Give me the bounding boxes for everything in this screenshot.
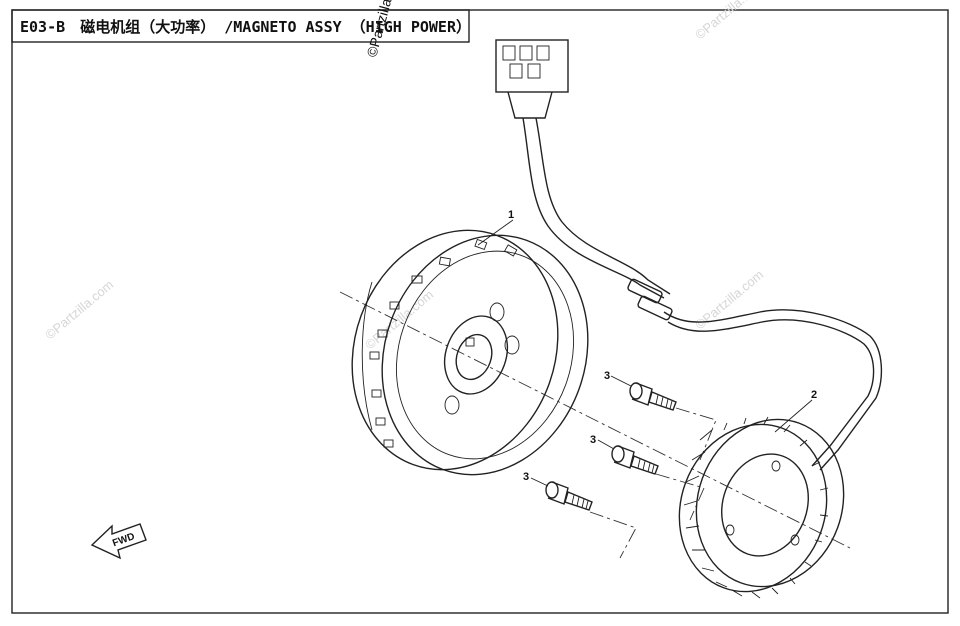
- leader-3-top: [610, 375, 632, 387]
- watermark: ©Partzilla.com: [42, 277, 116, 342]
- title-code: E03-B: [20, 18, 65, 36]
- fwd-arrow-icon: FWD: [90, 523, 147, 560]
- callout-3-bottom: 3: [523, 471, 529, 483]
- watermark: ©Partzilla.com: [692, 0, 766, 42]
- callout-3-middle: 3: [590, 434, 596, 446]
- bolt-axis-bottom: [589, 511, 637, 559]
- fwd-label: FWD: [111, 531, 136, 549]
- callout-2: 2: [811, 389, 817, 401]
- title-chinese: 磁电机组（大功率）: [80, 18, 215, 36]
- leader-3-bottom: [530, 477, 549, 487]
- bolt-axis-middle: [655, 473, 705, 521]
- wire-harness: [495, 39, 883, 471]
- callout-3-top: 3: [604, 370, 610, 382]
- flywheel-rotor: [351, 229, 589, 476]
- diagram-frame: [11, 9, 949, 614]
- title-english: /MAGNETO ASSY （HIGH POWER）: [224, 18, 471, 36]
- bolt-middle: [611, 445, 659, 475]
- diagram-title: E03-B 磁电机组（大功率） /MAGNETO ASSY （HIGH POWE…: [20, 18, 471, 36]
- leader-1: [477, 219, 514, 246]
- bolt-top: [629, 382, 677, 411]
- main-axis-line: [339, 291, 851, 549]
- stator: [678, 416, 845, 599]
- bolt-axis-top: [675, 407, 717, 461]
- callout-1: 1: [508, 209, 514, 221]
- title-box: [11, 9, 470, 43]
- bolt-bottom: [545, 481, 593, 511]
- leader-3-middle: [597, 439, 615, 450]
- leader-2: [774, 399, 813, 433]
